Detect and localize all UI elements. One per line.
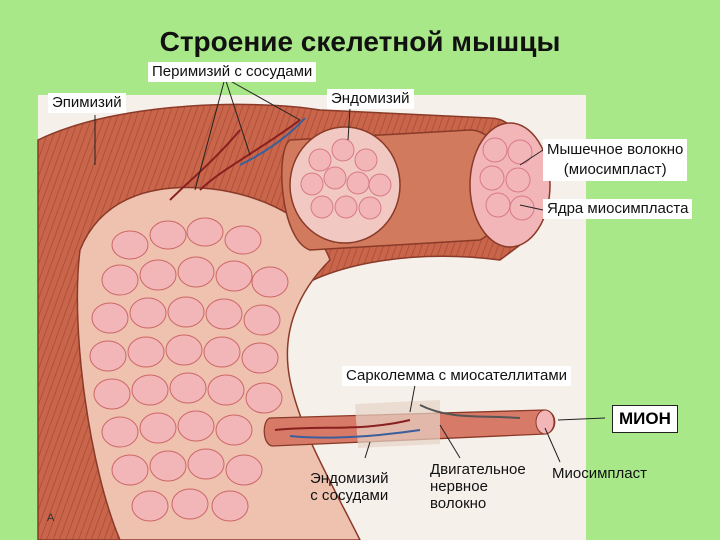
label-motor-nerve-line1: Двигательное (430, 461, 526, 478)
corner-letter: A (47, 512, 54, 524)
label-muscle-fiber-line2: (миосимпласт) (547, 160, 683, 180)
myon-end (536, 410, 554, 434)
label-motor-nerve-line3: волокно (430, 495, 526, 512)
page-title: Строение скелетной мышцы (0, 26, 720, 58)
label-motor-nerve: Двигательное нервное волокно (430, 461, 526, 512)
label-epimysium: Эпимизий (48, 93, 126, 113)
label-nuclei: Ядра миосимпласта (543, 199, 692, 219)
label-endomysium-vessels: Эндомизий с сосудами (310, 470, 389, 504)
label-sarcolemma: Сарколемма с миосателлитами (342, 366, 571, 386)
label-motor-nerve-line2: нервное (430, 478, 526, 495)
label-endomysium-vessels-line1: Эндомизий (310, 470, 389, 487)
label-myon: МИОН (612, 405, 678, 433)
label-muscle-fiber: Мышечное волокно (миосимпласт) (543, 139, 687, 181)
label-myosymplast: Миосимпласт (552, 465, 647, 482)
label-endomysium-vessels-line2: с сосудами (310, 487, 389, 504)
label-muscle-fiber-line1: Мышечное волокно (547, 140, 683, 160)
label-perimysium: Перимизий с сосудами (148, 62, 316, 82)
label-endomysium: Эндомизий (327, 89, 414, 109)
